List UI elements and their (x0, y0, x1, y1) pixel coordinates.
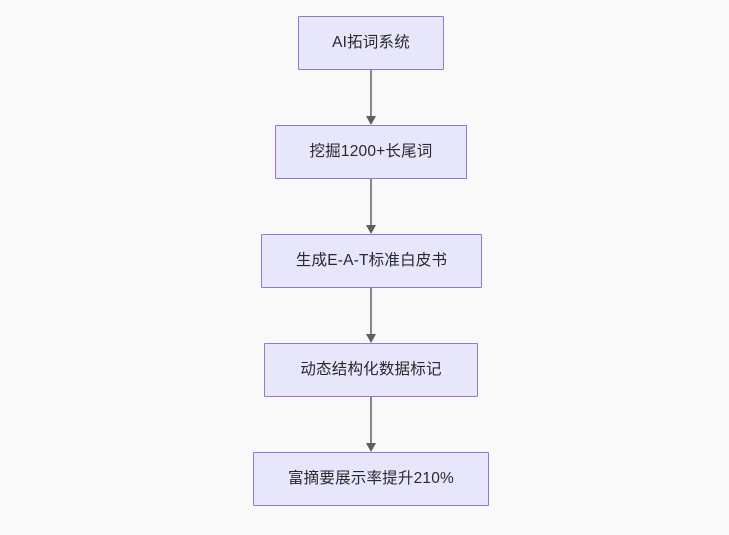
flow-node-ai-keyword-system[interactable]: AI拓词系统 (298, 16, 444, 70)
flow-node-generate-eat-whitepaper[interactable]: 生成E-A-T标准白皮书 (261, 234, 482, 288)
arrow-down-icon (365, 334, 376, 343)
flow-node-label: 富摘要展示率提升210% (287, 470, 455, 488)
flow-node-dynamic-structured-data-markup[interactable]: 动态结构化数据标记 (264, 343, 478, 397)
flow-node-label: 生成E-A-T标准白皮书 (295, 252, 448, 270)
flow-edge-line (370, 70, 372, 116)
flow-node-label: 挖掘1200+长尾词 (309, 143, 433, 161)
arrow-down-icon (365, 443, 376, 452)
flow-node-mine-longtail-keywords[interactable]: 挖掘1200+长尾词 (275, 125, 467, 179)
arrow-down-icon (365, 225, 376, 234)
flow-edge-line (370, 288, 372, 334)
flow-edge-line (370, 179, 372, 225)
flow-node-label: 动态结构化数据标记 (300, 361, 442, 379)
arrow-down-icon (365, 116, 376, 125)
flow-edge-line (370, 397, 372, 443)
flow-node-label: AI拓词系统 (332, 34, 410, 52)
flow-node-rich-snippet-impression-lift[interactable]: 富摘要展示率提升210% (253, 452, 489, 506)
